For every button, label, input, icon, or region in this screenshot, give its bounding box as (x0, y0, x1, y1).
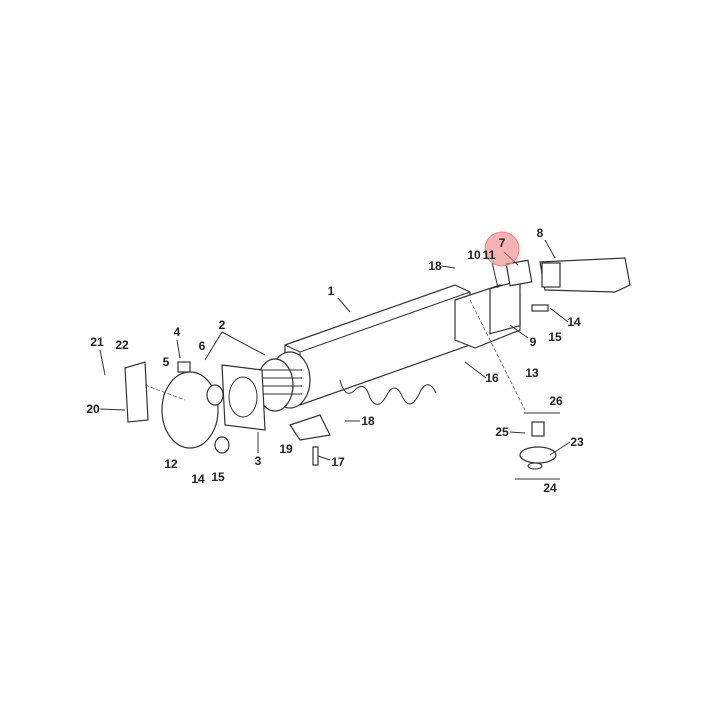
bracket-19 (289, 414, 331, 441)
callout-15: 15 (211, 470, 225, 484)
end-housing (454, 279, 521, 349)
highlight-circle (484, 231, 520, 267)
callout-3: 3 (255, 454, 262, 468)
bracket-20 (124, 361, 149, 423)
callout-18: 18 (361, 414, 375, 428)
callout-22: 22 (115, 338, 129, 352)
bolt-14 (531, 304, 549, 312)
leader-lines (99, 239, 571, 480)
callout-5: 5 (163, 355, 170, 369)
callout-8: 8 (537, 226, 544, 240)
drain-assembly (519, 421, 557, 470)
callout-10: 10 (467, 248, 481, 262)
callout-7: 7 (499, 236, 506, 250)
callout-24: 24 (543, 481, 557, 495)
gasket-7 (505, 259, 533, 287)
callout-14: 14 (567, 315, 581, 329)
callout-13: 13 (525, 366, 539, 380)
flange-3 (221, 364, 266, 431)
cooler-body (284, 284, 471, 406)
callout-4: 4 (174, 325, 181, 339)
end-cap-12 (161, 361, 230, 454)
callout-2: 2 (219, 318, 226, 332)
callout-9: 9 (530, 335, 537, 349)
callout-14: 14 (191, 472, 205, 486)
pin-17 (312, 446, 319, 466)
callout-16: 16 (485, 371, 499, 385)
callout-11: 11 (483, 248, 496, 262)
callout-18: 18 (428, 259, 442, 273)
callout-17: 17 (331, 455, 345, 469)
callout-19: 19 (279, 442, 293, 456)
tube-bundle (256, 351, 311, 412)
callout-6: 6 (199, 339, 206, 353)
callout-20: 20 (86, 402, 100, 416)
callout-25: 25 (495, 425, 509, 439)
callout-12: 12 (164, 457, 178, 471)
callout-21: 21 (90, 335, 104, 349)
callout-23: 23 (570, 435, 584, 449)
duct-8 (539, 257, 631, 293)
callout-1: 1 (328, 284, 335, 298)
callout-15: 15 (548, 330, 562, 344)
callout-26: 26 (549, 394, 563, 408)
